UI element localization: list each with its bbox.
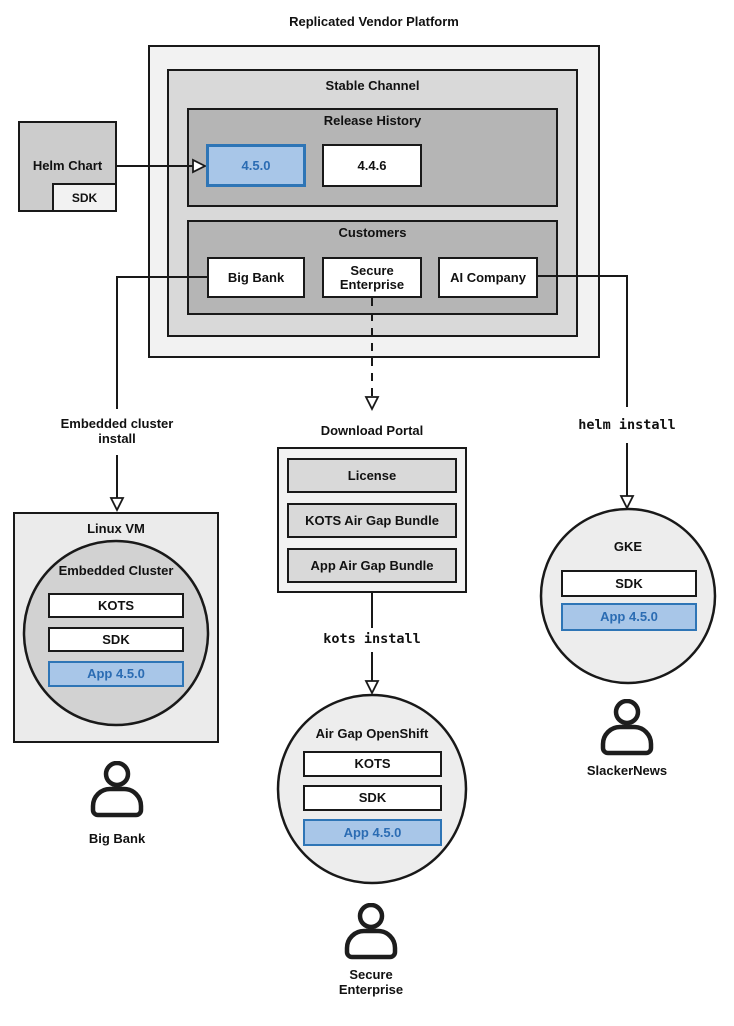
gke-label: GKE [613, 539, 643, 554]
airgap-app-box: App 4.5.0 [303, 819, 442, 846]
bigbank-arrowhead [109, 497, 125, 513]
embedded-kots-box: KOTS [48, 593, 184, 618]
release-4-4-6-box: 4.4.6 [322, 144, 422, 187]
customer-ai-company-box: AI Company [438, 257, 538, 298]
customer-secure-enterprise-box: Secure Enterprise [322, 257, 422, 298]
slackernews-user-label: SlackerNews [586, 763, 668, 778]
helm-chart-label: Helm Chart [32, 158, 103, 173]
big-bank-user-label: Big Bank [88, 831, 146, 846]
gke-sdk-box: SDK [561, 570, 697, 597]
helm-install-edge-label: helm install [578, 417, 676, 433]
embedded-sdk-box: SDK [48, 627, 184, 652]
portal-kots-airgap-bundle-box: KOTS Air Gap Bundle [287, 503, 457, 538]
secure-arrowhead [364, 396, 380, 412]
kots-install-edge-label: kots install [323, 631, 421, 647]
gke-app-box: App 4.5.0 [561, 603, 697, 631]
airgap-openshift-label: Air Gap OpenShift [315, 726, 429, 741]
customers-label: Customers [338, 225, 407, 240]
release-history-label: Release History [323, 113, 422, 128]
embedded-install-edge-label: Embedded cluster install [60, 416, 174, 446]
diagram-title: Replicated Vendor Platform [289, 14, 459, 29]
stable-channel-label: Stable Channel [325, 78, 420, 93]
portal-app-airgap-bundle-box: App Air Gap Bundle [287, 548, 457, 583]
aicompany-arrowhead [619, 495, 635, 511]
release-4-5-0-box: 4.5.0 [206, 144, 306, 187]
linux-vm-label: Linux VM [87, 521, 145, 536]
download-portal-label: Download Portal [320, 423, 424, 438]
secure-enterprise-user-icon [347, 905, 395, 957]
customer-big-bank-box: Big Bank [207, 257, 305, 298]
embedded-cluster-label: Embedded Cluster [58, 563, 174, 578]
airgap-kots-box: KOTS [303, 751, 442, 777]
big-bank-user-icon [93, 763, 141, 815]
portal-license-box: License [287, 458, 457, 493]
slackernews-user-icon [603, 701, 651, 753]
helm-chart-sdk-box: SDK [52, 183, 117, 212]
airgap-sdk-box: SDK [303, 785, 442, 811]
embedded-app-box: App 4.5.0 [48, 661, 184, 687]
portal-arrowhead [364, 680, 380, 696]
secure-enterprise-user-label: Secure Enterprise [338, 967, 404, 997]
